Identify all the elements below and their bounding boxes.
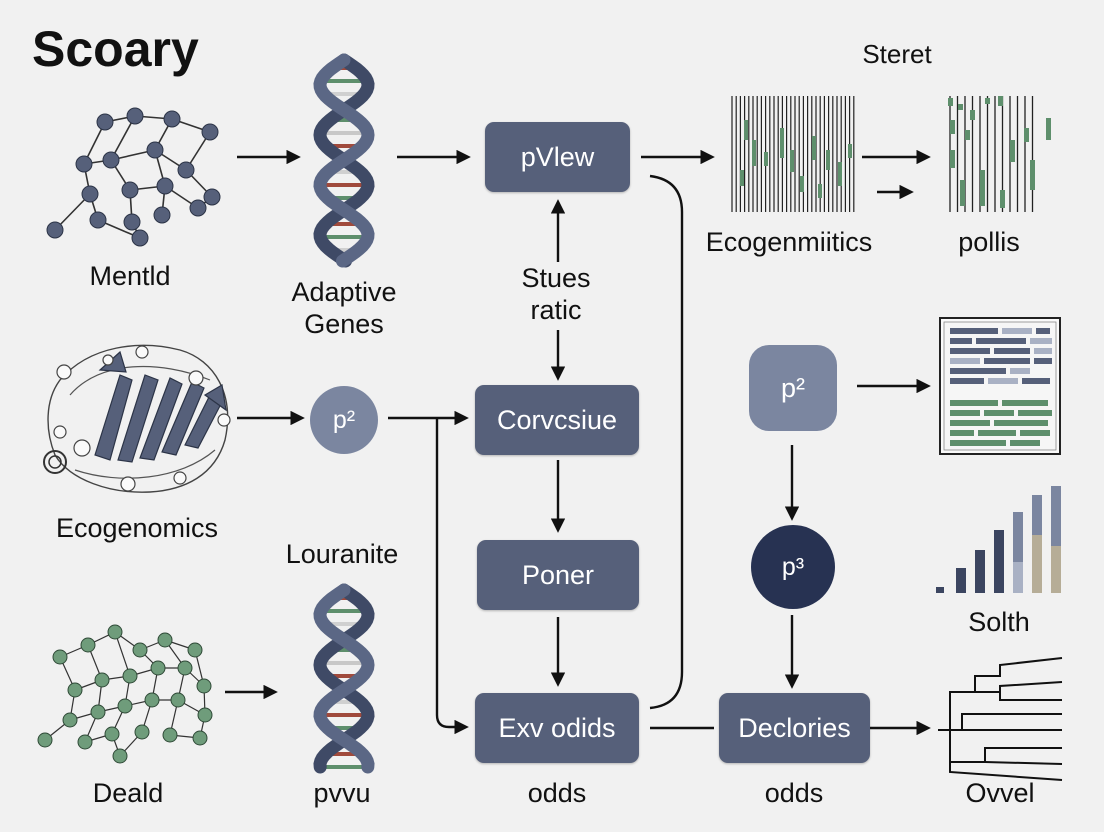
label-ecogenmitics: Ecogenmiitics [705, 227, 873, 257]
node-p2-left: p² [310, 386, 378, 454]
pollis-barcode-icon [948, 96, 1051, 212]
diagram-title: Scoary [32, 21, 199, 77]
node-poner: Poner [477, 540, 639, 610]
label-ovvel: Ovvel [965, 778, 1035, 808]
label-solth: Solth [968, 607, 1030, 637]
bar-chart-icon [936, 486, 1061, 593]
label-pvvu: pvvu [313, 778, 371, 808]
node-declories: Declories [719, 693, 870, 763]
label-deald: Deald [92, 778, 164, 808]
label-mentld: Mentld [89, 261, 171, 291]
green-network-icon [37, 624, 213, 764]
node-exv-odids: Exv odids [475, 693, 639, 763]
protein-structure-icon [43, 344, 231, 493]
label-genes: Genes [304, 309, 384, 339]
label-louranite: Louranite [285, 539, 399, 569]
dna-helix-icon-bottom [313, 583, 375, 774]
node-p3-dark: p³ [751, 525, 835, 609]
dna-helix-icon-top [313, 53, 375, 268]
molecule-network-icon [46, 107, 221, 247]
node-p2-right: p² [749, 345, 837, 431]
label-odds-left: odds [527, 778, 587, 808]
label-adaptive: Adaptive [291, 277, 397, 307]
label-steret: Steret [862, 39, 932, 69]
node-pview: pVlew [485, 122, 630, 192]
label-pollis: pollis [958, 227, 1020, 257]
label-ratic: ratic [530, 295, 582, 325]
tree-branch-icon [938, 657, 1063, 781]
ecogenomics-barcode-icon [731, 96, 855, 212]
label-stues: Stues [521, 263, 591, 293]
label-ecogenomics: Ecogenomics [55, 513, 219, 543]
table-document-icon [939, 317, 1061, 455]
node-corvcsiue: Corvcsiue [475, 385, 639, 455]
label-odds-right: odds [764, 778, 824, 808]
connector-lines [225, 149, 931, 736]
